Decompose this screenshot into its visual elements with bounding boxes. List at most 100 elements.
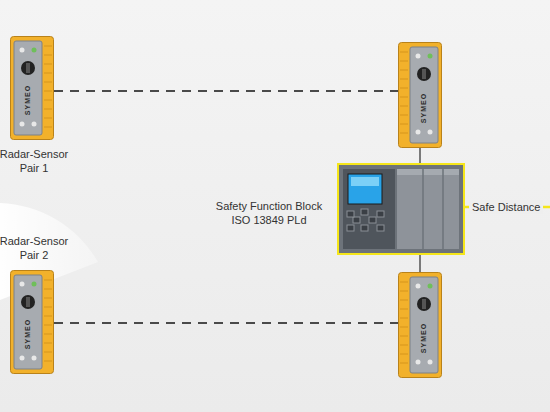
signal-wire bbox=[419, 148, 421, 163]
housing-rib bbox=[400, 97, 408, 98]
housing-rib bbox=[400, 363, 408, 364]
controller-body bbox=[339, 165, 463, 253]
housing-rib bbox=[400, 354, 408, 355]
signal-label: Safe Distance bbox=[469, 200, 543, 214]
sensor-body bbox=[399, 43, 442, 148]
connector-key bbox=[422, 69, 426, 79]
status-led bbox=[416, 284, 421, 289]
housing-rib bbox=[44, 325, 52, 326]
housing-rib bbox=[400, 52, 408, 53]
housing-rib bbox=[44, 316, 52, 317]
sensor-faceplate bbox=[14, 41, 42, 135]
cpu-module bbox=[343, 169, 395, 249]
connector-key bbox=[26, 63, 30, 73]
housing-rib bbox=[400, 327, 408, 328]
housing-rib bbox=[400, 106, 408, 107]
display-screen bbox=[348, 174, 382, 204]
housing-rib bbox=[400, 61, 408, 62]
housing-rib bbox=[400, 70, 408, 71]
sensor-body bbox=[399, 273, 442, 378]
housing-rib bbox=[44, 100, 52, 101]
connector-key bbox=[26, 297, 30, 307]
housing-rib bbox=[44, 109, 52, 110]
housing-rib bbox=[44, 289, 52, 290]
housing-rib bbox=[44, 352, 52, 353]
housing-rib bbox=[400, 300, 408, 301]
connector-key bbox=[422, 299, 426, 309]
status-led bbox=[428, 54, 433, 59]
housing-rib bbox=[400, 291, 408, 292]
housing-rib bbox=[400, 88, 408, 89]
status-led bbox=[20, 282, 25, 287]
housing-rib bbox=[44, 46, 52, 47]
housing-rib bbox=[44, 73, 52, 74]
housing-rib bbox=[44, 55, 52, 56]
housing-rib bbox=[400, 318, 408, 319]
module-top bbox=[397, 169, 459, 175]
housing-rib bbox=[44, 307, 52, 308]
connector-knob bbox=[417, 67, 431, 81]
connector-knob bbox=[417, 297, 431, 311]
housing-rib bbox=[44, 361, 52, 362]
keypad-button bbox=[347, 211, 354, 217]
radar-sensor: SYMEO bbox=[398, 272, 442, 378]
status-led bbox=[20, 356, 25, 361]
radar-link bbox=[54, 322, 398, 324]
controller-label: Safety Function Block ISO 13849 PLd bbox=[205, 199, 333, 227]
status-led bbox=[20, 122, 25, 127]
status-led bbox=[416, 360, 421, 365]
radar-link bbox=[54, 90, 398, 92]
brand-logo: SYMEO bbox=[420, 323, 428, 353]
keypad-button bbox=[377, 225, 384, 231]
housing-rib bbox=[44, 298, 52, 299]
safety-controller: Safety Function Block ISO 13849 PLd bbox=[337, 163, 465, 255]
housing-rib bbox=[400, 336, 408, 337]
sensor-body bbox=[11, 271, 54, 374]
sensor-faceplate bbox=[14, 275, 42, 369]
sensor-housing bbox=[10, 36, 54, 140]
housing-rib bbox=[400, 345, 408, 346]
housing-rib bbox=[400, 282, 408, 283]
connector-knob bbox=[21, 61, 35, 75]
radar-sensor: Radar-Sensor Pair 2SYMEO bbox=[10, 270, 54, 374]
status-led bbox=[428, 284, 433, 289]
brand-logo: SYMEO bbox=[24, 319, 32, 349]
housing-rib bbox=[400, 79, 408, 80]
status-led bbox=[428, 130, 433, 135]
housing-rib bbox=[400, 133, 408, 134]
sensor-label: Radar-Sensor Pair 2 bbox=[0, 234, 76, 262]
brand-logo: SYMEO bbox=[420, 93, 428, 123]
controller-frame bbox=[339, 165, 463, 253]
housing-rib bbox=[44, 127, 52, 128]
housing-rib bbox=[44, 118, 52, 119]
brand-logo: SYMEO bbox=[24, 85, 32, 115]
keypad-button bbox=[361, 225, 368, 231]
keypad-button bbox=[377, 211, 384, 217]
keypad-button bbox=[353, 217, 360, 223]
status-led bbox=[416, 54, 421, 59]
status-led bbox=[416, 130, 421, 135]
housing-rib bbox=[44, 280, 52, 281]
sensor-body bbox=[11, 37, 54, 140]
keypad-button bbox=[361, 209, 368, 215]
connector-knob bbox=[21, 295, 35, 309]
signal-wire bbox=[419, 255, 421, 272]
module-divider bbox=[422, 169, 424, 249]
status-led bbox=[32, 122, 37, 127]
housing-rib bbox=[44, 91, 52, 92]
housing-rib bbox=[44, 343, 52, 344]
housing-rib bbox=[44, 64, 52, 65]
radar-sensor: SYMEO bbox=[398, 42, 442, 148]
status-led bbox=[32, 48, 37, 53]
sensor-label: Radar-Sensor Pair 1 bbox=[0, 147, 76, 175]
keypad-button bbox=[369, 217, 376, 223]
housing-rib bbox=[400, 124, 408, 125]
status-led bbox=[428, 360, 433, 365]
status-led bbox=[20, 48, 25, 53]
status-led bbox=[32, 356, 37, 361]
housing-rib bbox=[44, 334, 52, 335]
housing-rib bbox=[400, 309, 408, 310]
housing-rib bbox=[44, 82, 52, 83]
